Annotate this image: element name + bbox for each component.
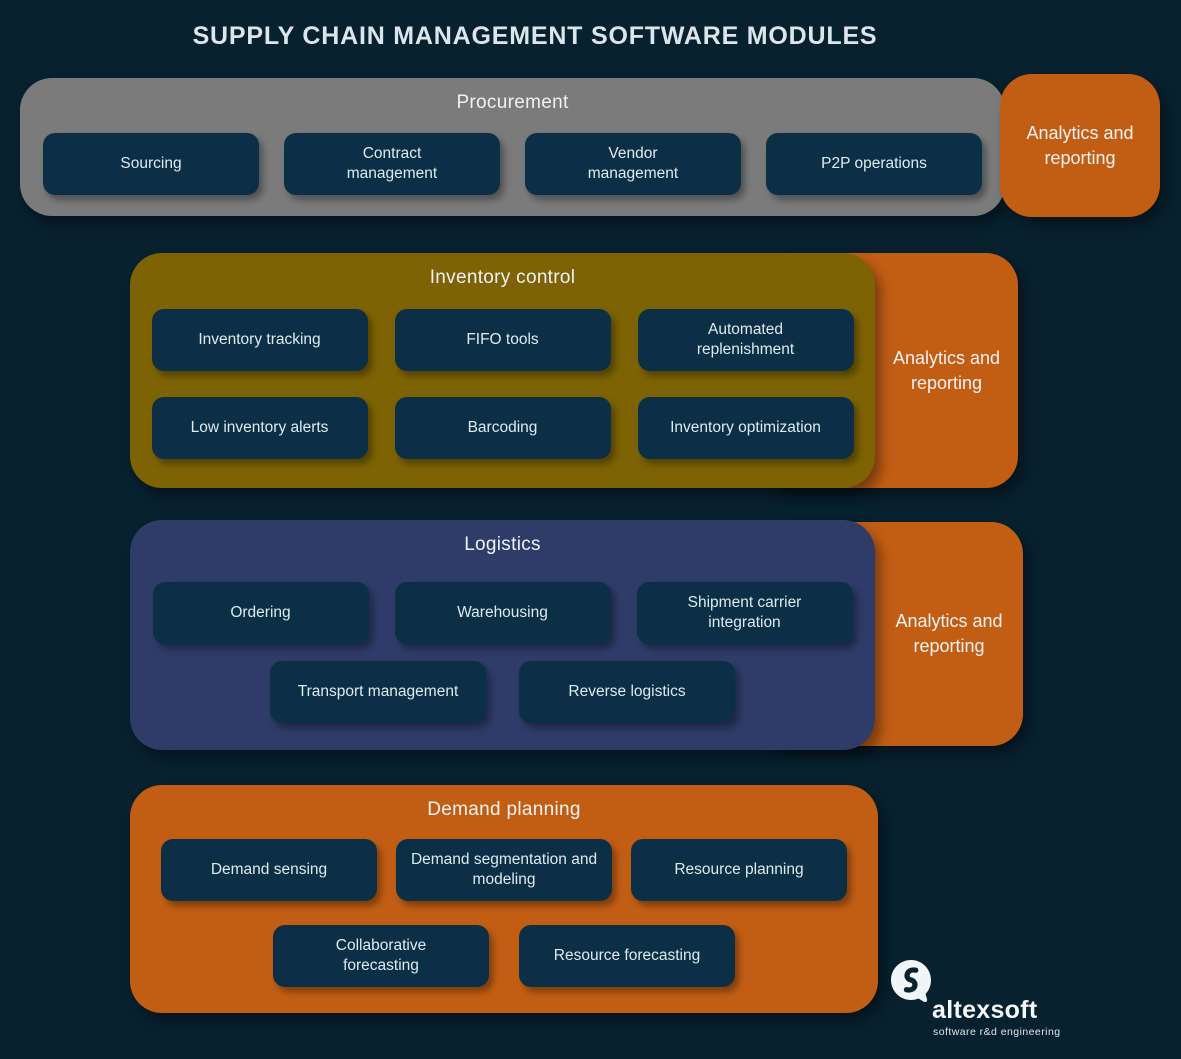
module-button-inventory-optimization: Inventory optimization <box>637 397 854 459</box>
module-button-fifo-tools: FIFO tools <box>394 309 611 371</box>
module-button-p2p-operations: P2P operations <box>766 133 982 195</box>
module-button-transport-management: Transport management <box>270 661 486 723</box>
analytics-label: Analytics and reporting <box>892 347 1001 393</box>
procurement-button-row: Sourcing Contract management Vendor mana… <box>20 133 1005 195</box>
analytics-card-procurement: Analytics and reporting <box>1000 74 1160 217</box>
brand-tagline: software r&d engineering <box>933 1026 1061 1038</box>
section-panel-demand-planning: Demand planning Demand sensing Demand se… <box>130 785 878 1013</box>
demand-button-row-1: Demand sensing Demand segmentation and m… <box>130 839 878 901</box>
module-button-resource-forecasting: Resource forecasting <box>519 925 735 987</box>
page-title: SUPPLY CHAIN MANAGEMENT SOFTWARE MODULES <box>192 22 878 50</box>
section-title-procurement: Procurement <box>456 92 569 113</box>
altexsoft-logo: altexsoft software r&d engineering <box>888 956 1078 1046</box>
module-button-shipment-carrier-integration: Shipment carrier integration <box>636 582 853 644</box>
logistics-button-row-1: Ordering Warehousing Shipment carrier in… <box>130 582 875 644</box>
section-title-inventory-control: Inventory control <box>429 267 576 288</box>
module-button-collaborative-forecasting: Collaborative forecasting <box>273 925 489 987</box>
brand-name: altexsoft <box>932 996 1038 1024</box>
module-button-ordering: Ordering <box>152 582 369 644</box>
section-panel-logistics: Logistics Ordering Warehousing Shipment … <box>130 520 875 750</box>
module-button-reverse-logistics: Reverse logistics <box>519 661 735 723</box>
analytics-label: Analytics and reporting <box>1026 122 1134 168</box>
section-title-logistics: Logistics <box>464 534 541 555</box>
module-button-demand-sensing: Demand sensing <box>161 839 377 901</box>
inventory-button-row-1: Inventory tracking FIFO tools Automated … <box>130 309 875 371</box>
section-panel-inventory-control: Inventory control Inventory tracking FIF… <box>130 253 875 488</box>
analytics-label: Analytics and reporting <box>895 610 1003 656</box>
module-button-sourcing: Sourcing <box>43 133 259 195</box>
module-button-low-inventory-alerts: Low inventory alerts <box>151 397 368 459</box>
altexsoft-logo-mark-icon <box>891 960 931 1002</box>
module-button-inventory-tracking: Inventory tracking <box>151 309 368 371</box>
section-title-demand-planning: Demand planning <box>427 799 581 820</box>
module-button-demand-segmentation-and-modeling: Demand segmentation and modeling <box>396 839 612 901</box>
module-button-automated-replenishment: Automated replenishment <box>637 309 854 371</box>
inventory-button-row-2: Low inventory alerts Barcoding Inventory… <box>130 397 875 459</box>
section-panel-procurement: Procurement Sourcing Contract management… <box>20 78 1005 216</box>
module-button-resource-planning: Resource planning <box>631 839 847 901</box>
demand-button-row-2: Collaborative forecasting Resource forec… <box>130 925 878 987</box>
module-button-contract-management: Contract management <box>284 133 500 195</box>
module-button-warehousing: Warehousing <box>394 582 611 644</box>
module-button-barcoding: Barcoding <box>394 397 611 459</box>
module-button-vendor-management: Vendor management <box>525 133 741 195</box>
logistics-button-row-2: Transport management Reverse logistics <box>130 661 875 723</box>
